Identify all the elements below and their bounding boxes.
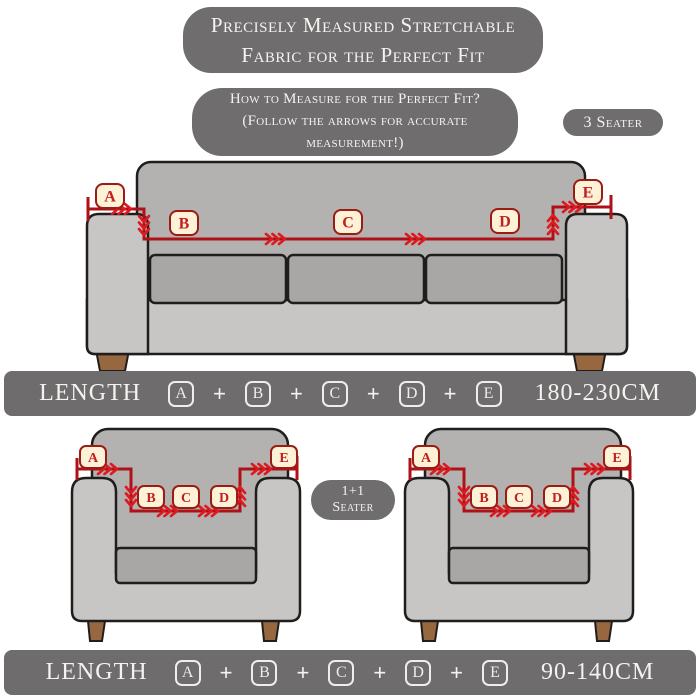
one-plus-one-line-2: Seater <box>332 500 374 515</box>
one-plus-one-seater-badge: 1+1 Seater <box>311 480 395 520</box>
length-bar-armchair: LENGTH A + B + C + D + E 90-140CM <box>4 650 696 695</box>
one-plus-one-line-1: 1+1 <box>341 483 365 499</box>
sofa-cushion-middle <box>286 253 426 305</box>
letter-badge-e: E <box>482 659 509 686</box>
sofa-measure-label-a: A <box>95 183 125 209</box>
title-line-2: Fabric for the Perfect Fit <box>241 43 485 67</box>
plus-sign: + <box>366 380 380 406</box>
bubble-line-3: measurement!) <box>306 134 404 151</box>
sofa-cushion-right <box>424 253 564 305</box>
plus-sign: + <box>443 380 457 406</box>
three-seater-badge: 3 Seater <box>563 109 663 136</box>
length-range-sofa: 180-230CM <box>534 380 661 406</box>
sofa-armrest-left <box>85 212 150 356</box>
length-range-armchair: 90-140CM <box>541 659 655 685</box>
letter-badge-b: B <box>244 380 271 407</box>
armchair-left <box>72 429 300 641</box>
svg-text:B: B <box>179 216 190 233</box>
plus-sign: + <box>450 659 464 685</box>
instruction-bubble: How to Measure for the Perfect Fit? (Fol… <box>192 88 518 156</box>
length-bar-sofa: LENGTH A + B + C + D + E 180-230CM <box>4 371 696 416</box>
letter-badge-c: C <box>321 380 348 407</box>
letter-badge-d: D <box>405 659 432 686</box>
three-seater-label: 3 Seater <box>583 113 643 131</box>
sofa-measure-label-b: B <box>169 210 199 236</box>
sofa-base <box>85 298 629 356</box>
letter-badge-e: E <box>475 380 502 407</box>
sofa-armrest-right <box>564 212 629 356</box>
letter-badge-a: A <box>174 659 201 686</box>
svg-text:A: A <box>104 189 116 206</box>
plus-sign: + <box>213 380 226 406</box>
svg-text:E: E <box>583 185 594 202</box>
sofa-measure-label-e: E <box>573 179 603 205</box>
letter-badge-a: A <box>168 380 195 407</box>
sofa-measure-label-d: D <box>490 208 520 234</box>
letter-badge-d: D <box>398 380 425 407</box>
plus-sign: + <box>296 659 310 685</box>
title-line-1: Precisely Measured Stretchable <box>210 12 516 37</box>
svg-text:D: D <box>499 214 511 231</box>
length-label: LENGTH <box>45 659 148 685</box>
plus-sign: + <box>373 659 387 685</box>
sofa-measure-label-c: C <box>333 209 363 235</box>
plus-sign: + <box>219 659 233 685</box>
sofa-illustration: A B C D E <box>85 160 629 372</box>
armchairs-illustration: A B C D E <box>0 425 700 647</box>
sofa-measure-line <box>86 195 613 241</box>
length-label: LENGTH <box>39 380 142 406</box>
sofa-cushion-left <box>148 253 288 305</box>
bubble-line-2: (Follow the arrows for accurate <box>242 113 468 130</box>
bubble-line-1: How to Measure for the Perfect Fit? <box>229 91 481 108</box>
svg-text:C: C <box>342 215 354 232</box>
plus-sign: + <box>289 380 303 406</box>
title-banner: Precisely Measured Stretchable Fabric fo… <box>183 7 543 73</box>
letter-badge-c: C <box>328 659 355 686</box>
letter-badge-b: B <box>251 659 278 686</box>
armchair-right <box>405 429 633 641</box>
